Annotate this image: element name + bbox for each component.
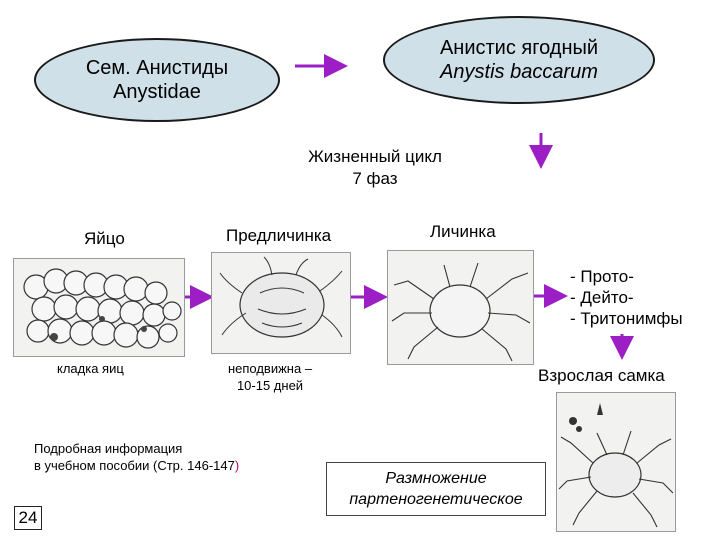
info-note: Подробная информация в учебном пособии (… <box>34 440 239 474</box>
species-oval: Анистис ягодный Anystis baccarum <box>383 16 655 104</box>
info-paren: ) <box>235 458 239 473</box>
info-line1: Подробная информация <box>34 440 239 457</box>
stage-label-prelarva: Предличинка <box>226 226 331 246</box>
life-cycle-heading: Жизненный цикл 7 фаз <box>270 146 480 190</box>
life-cycle-phases: 7 фаз <box>270 168 480 190</box>
stage-label-larva: Личинка <box>430 222 496 242</box>
stage-label-adult-female: Взрослая самка <box>538 366 665 386</box>
nymph-trito: - Тритонимфы <box>570 308 683 329</box>
species-name-latin: Anystis baccarum <box>440 60 598 84</box>
prelarva-image <box>211 252 351 354</box>
reproduction-line1: Размножение <box>327 468 545 489</box>
egg-caption: кладка яиц <box>57 360 124 377</box>
family-name-ru: Сем. Анистиды <box>86 56 228 80</box>
nymph-proto: - Прото- <box>570 266 683 287</box>
egg-clutch-drawing <box>14 259 184 356</box>
prelarva-drawing <box>212 253 350 353</box>
reproduction-line2: партеногенетическое <box>327 489 545 510</box>
stage-label-egg: Яйцо <box>84 229 125 249</box>
family-oval: Сем. Анистиды Anystidae <box>34 38 280 122</box>
nymph-deuto: - Дейто- <box>570 287 683 308</box>
egg-clutch-image <box>13 258 185 357</box>
page-number: 24 <box>14 506 42 530</box>
family-name-latin: Anystidae <box>113 80 201 104</box>
larva-image <box>387 250 534 365</box>
info-line2: в учебном пособии (Стр. 146-147 <box>34 458 235 473</box>
species-name-ru: Анистис ягодный <box>440 36 598 60</box>
prelarva-caption-line2: 10-15 дней <box>218 377 322 394</box>
adult-female-image <box>556 392 676 532</box>
nymph-stages: - Прото- - Дейто- - Тритонимфы <box>570 266 683 329</box>
prelarva-caption-line1: неподвижна – <box>218 360 322 377</box>
life-cycle-title: Жизненный цикл <box>270 146 480 168</box>
larva-drawing <box>388 251 533 364</box>
adult-female-drawing <box>557 393 675 531</box>
reproduction-box: Размножение партеногенетическое <box>326 462 546 516</box>
prelarva-caption: неподвижна – 10-15 дней <box>218 360 322 394</box>
